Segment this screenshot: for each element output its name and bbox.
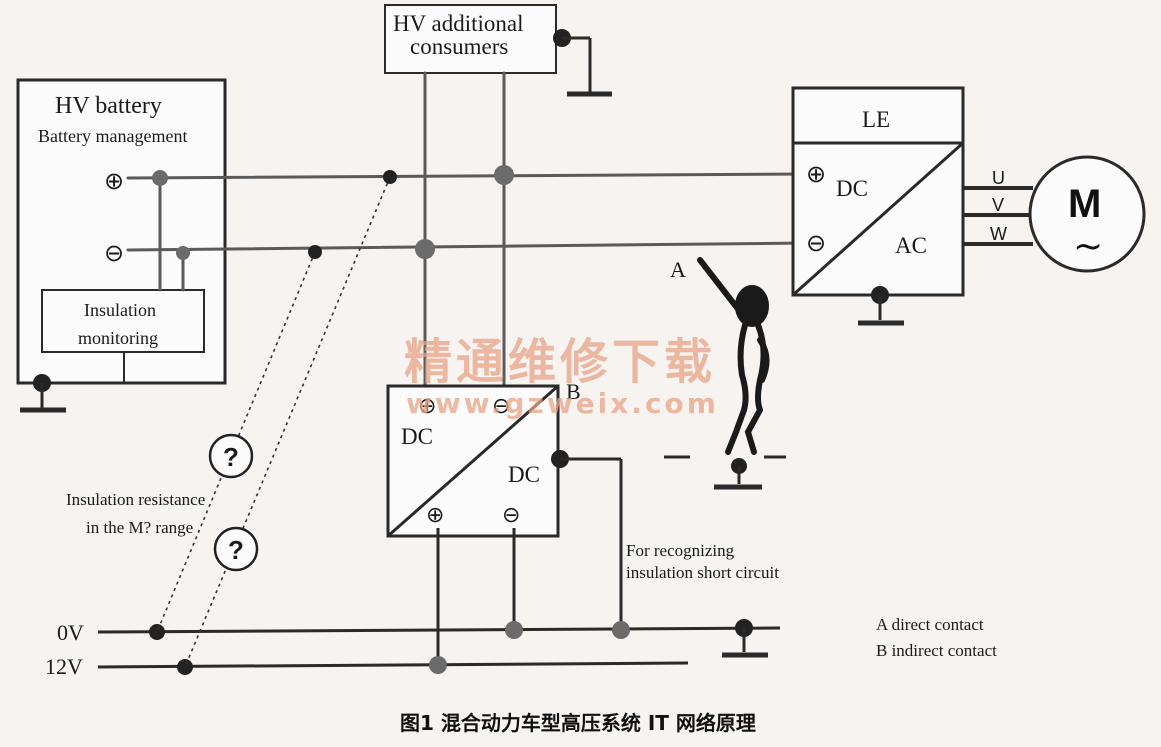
legend-a: A direct contact [876, 615, 984, 634]
phase-w-label: W [990, 224, 1007, 244]
motor-tilde: ~ [1073, 226, 1103, 267]
consumer-plus-node [494, 165, 514, 185]
phase-u-label: U [992, 168, 1005, 188]
watermark-cn: 精通维修下载 [404, 334, 716, 390]
dcdc-output-label: DC [508, 462, 540, 487]
hv-consumers-label-2: consumers [410, 34, 508, 59]
svg-text:?: ? [228, 535, 244, 565]
insulation-resistance-label-2: in the M? range [86, 518, 193, 537]
battery-plus-terminal: ⊕ [104, 169, 124, 195]
hv-minus-rail [126, 241, 810, 252]
hv-battery-label: HV battery [55, 93, 162, 119]
dcdc-in-plus: ⊕ [418, 393, 436, 418]
motor-label: M [1068, 182, 1101, 226]
rail-0v-label: 0V [57, 620, 84, 645]
battery-management-label: Battery management [38, 126, 187, 146]
hv-consumers-box [384, 4, 557, 74]
point-b-label: B [566, 379, 581, 404]
question-circle-1 [208, 433, 254, 479]
question-circle-2 [213, 526, 259, 572]
dcdc-input-label: DC [401, 424, 433, 449]
svg-text:?: ? [223, 442, 239, 472]
point-a-label: A [670, 257, 686, 282]
recognizing-label-2: insulation short circuit [626, 563, 779, 582]
rail-12v-label: 12V [45, 654, 83, 679]
insulation-monitoring-label-1: Insulation [84, 300, 156, 320]
legend-b: B indirect contact [876, 641, 997, 660]
insulation-monitoring-label-2: monitoring [78, 328, 158, 348]
dcdc-out-minus: ⊖ [502, 502, 520, 527]
battery-minus-terminal: ⊖ [104, 241, 124, 267]
hv-plus-rail [126, 172, 810, 180]
watermark-url: www.gzweix.com [406, 387, 719, 420]
le-label: LE [862, 107, 890, 132]
rail-12v [97, 661, 689, 669]
insulation-monitoring-box [41, 289, 205, 353]
figure-caption: 图1 混合动力车型高压系统 IT 网络原理 [400, 711, 756, 735]
insulation-path-plus [184, 176, 391, 668]
dcdc-in-minus: ⊖ [492, 393, 510, 418]
le-dc-label: DC [836, 176, 868, 201]
motor-circle [1028, 155, 1146, 273]
phase-v-label: V [992, 195, 1004, 215]
dcdc-out-plus: ⊕ [426, 502, 444, 527]
le-ac-label: AC [895, 233, 927, 258]
consumer-minus-node [415, 239, 435, 259]
person-figure [697, 257, 770, 455]
le-plus-terminal: ⊕ [806, 162, 826, 188]
insulation-resistance-label-1: Insulation resistance [66, 490, 205, 509]
hv-consumers-label-1: HV additional [393, 11, 524, 36]
recognizing-label-1: For recognizing [626, 541, 735, 560]
rail-0v [97, 626, 781, 634]
le-minus-terminal: ⊖ [806, 231, 826, 257]
